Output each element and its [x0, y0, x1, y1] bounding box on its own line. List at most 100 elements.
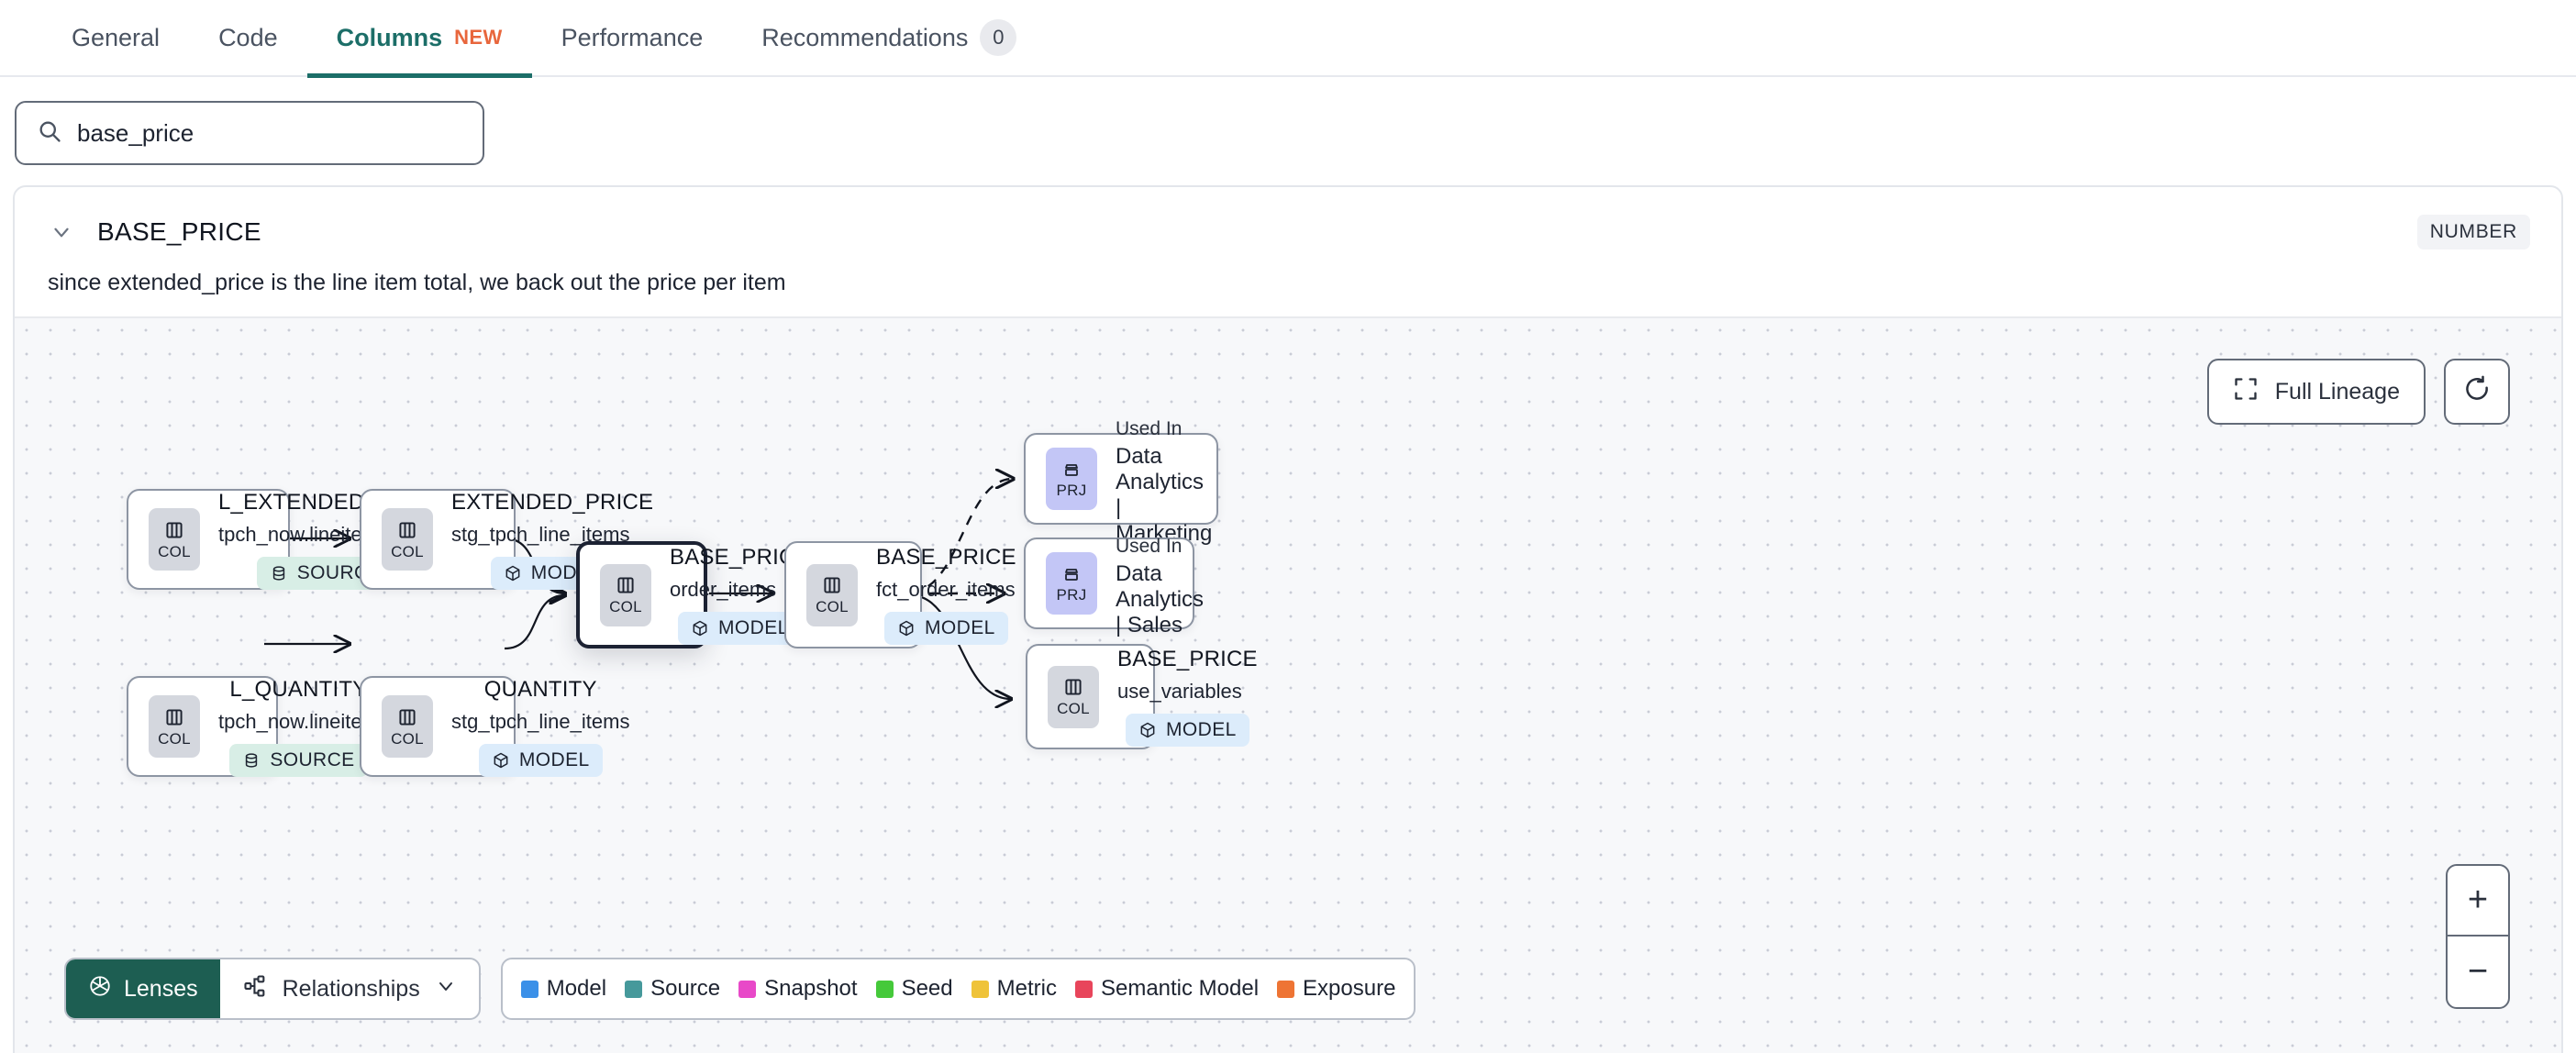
node-tag-label: MODEL — [925, 617, 995, 638]
refresh-button[interactable] — [2444, 359, 2510, 425]
col-icon-label: COL — [391, 729, 424, 748]
search-icon — [37, 118, 62, 149]
node-tag-label: SOURCE — [270, 748, 355, 770]
col-icon-label: COL — [816, 598, 849, 615]
legend-label: Snapshot — [764, 976, 858, 1001]
col-icon: COL — [149, 695, 200, 758]
tab-performance[interactable]: Performance — [532, 0, 733, 76]
prj-icon-label: PRJ — [1056, 585, 1087, 604]
node-tag-label: MODEL — [1166, 719, 1237, 740]
canvas-top-controls: Full Lineage — [2206, 359, 2510, 425]
prj-icon-label: PRJ — [1056, 481, 1087, 499]
lineage-node-project-sales[interactable]: PRJ Used In Data Analytics | Sales — [1024, 536, 1204, 637]
lineage-node-l-extendedprice[interactable]: COL L_EXTENDEDPRICE tpch_now.lineitem SO… — [127, 489, 433, 590]
legend-label: Source — [650, 976, 721, 1001]
lenses-group: Lenses Relationships — [64, 958, 481, 1020]
tab-label: Performance — [561, 23, 704, 51]
tab-recommendations[interactable]: Recommendations 0 — [732, 0, 1046, 76]
col-icon: COL — [382, 695, 433, 758]
node-subtitle: fct_order_items — [876, 578, 1016, 601]
col-icon: COL — [1048, 665, 1099, 728]
legend-label: Exposure — [1303, 976, 1396, 1001]
node-tag-model: MODEL — [478, 743, 603, 777]
lineage-node-base-price-order-items[interactable]: COL BASE_PRICE order_items MODEL — [576, 541, 810, 648]
column-name: BASE_PRICE — [97, 217, 261, 246]
node-title: BASE_PRICE — [1117, 647, 1258, 671]
relationships-icon — [242, 973, 268, 1005]
legend-item-snapshot[interactable]: Snapshot — [738, 976, 858, 1002]
legend-label: Model — [546, 976, 607, 1001]
lineage-node-project-marketing[interactable]: PRJ Used In Data Analytics | Marketing — [1024, 418, 1218, 546]
refresh-icon — [2463, 375, 2491, 409]
lenses-button[interactable]: Lenses — [66, 959, 220, 1018]
legend-item-metric[interactable]: Metric — [971, 976, 1057, 1002]
legend-item-seed[interactable]: Seed — [875, 976, 953, 1002]
tab-label: Code — [218, 23, 278, 51]
node-subtitle: tpch_now.lineitem — [218, 522, 379, 546]
prj-icon: PRJ — [1046, 448, 1097, 510]
col-icon-label: COL — [158, 729, 191, 748]
relationships-label: Relationships — [282, 975, 420, 1002]
node-title: QUANTITY — [483, 676, 597, 702]
lineage-node-quantity[interactable]: COL QUANTITY stg_tpch_line_items MODEL — [360, 676, 629, 777]
full-lineage-button[interactable]: Full Lineage — [2206, 359, 2426, 425]
col-icon: COL — [149, 508, 200, 571]
zoom-in-button[interactable]: + — [2448, 866, 2508, 937]
search-input[interactable]: base_price — [15, 101, 484, 165]
lenses-label: Lenses — [124, 975, 198, 1002]
column-description: since extended_price is the line item to… — [48, 270, 786, 295]
new-badge: NEW — [454, 26, 503, 49]
node-title: Used In — [1116, 536, 1183, 557]
zoom-out-button[interactable]: − — [2467, 952, 2489, 991]
node-title: BASE_PRICE — [876, 545, 1016, 570]
lineage-legend: Model Source Snapshot Seed Metric Semant… — [500, 958, 1416, 1020]
node-title: L_QUANTITY — [229, 676, 368, 702]
node-tag-source: SOURCE — [229, 743, 368, 777]
node-tag-label: MODEL — [718, 617, 789, 638]
node-tag-model: MODEL — [678, 612, 802, 645]
node-title: Used In — [1116, 418, 1183, 439]
search-area: base_price — [0, 77, 2576, 185]
lineage-edges — [264, 318, 2561, 1053]
aperture-icon — [88, 974, 112, 1004]
col-icon: COL — [382, 508, 433, 571]
legend-item-source[interactable]: Source — [625, 976, 720, 1002]
col-icon: COL — [806, 563, 858, 626]
search-value: base_price — [77, 118, 194, 147]
node-subtitle: tpch_now.lineitem — [218, 709, 379, 733]
node-subtitle: Data Analytics | Sales — [1116, 561, 1205, 637]
legend-item-semantic-model[interactable]: Semantic Model — [1074, 976, 1259, 1002]
canvas-bottom-bar: Lenses Relationships Model — [64, 958, 1416, 1020]
zoom-controls: + − — [2446, 864, 2510, 1009]
legend-label: Seed — [901, 976, 953, 1001]
node-title: EXTENDED_PRICE — [451, 489, 654, 515]
column-type-badge: NUMBER — [2416, 215, 2530, 249]
lineage-node-extended-price[interactable]: COL EXTENDED_PRICE stg_tpch_line_items M… — [360, 489, 653, 590]
node-subtitle: order_items — [670, 578, 777, 601]
relationships-dropdown[interactable]: Relationships — [220, 959, 479, 1018]
tab-label: Columns — [336, 23, 443, 51]
full-lineage-label: Full Lineage — [2274, 378, 2400, 405]
node-subtitle: use_variables — [1117, 680, 1242, 703]
tab-code[interactable]: Code — [189, 0, 307, 76]
tab-label: General — [72, 23, 161, 51]
tab-general[interactable]: General — [42, 0, 189, 76]
recommendations-count-badge: 0 — [980, 19, 1017, 56]
tab-columns[interactable]: Columns NEW — [306, 0, 532, 78]
tab-bar: General Code Columns NEW Performance Rec… — [0, 0, 2576, 78]
legend-item-exposure[interactable]: Exposure — [1277, 976, 1395, 1002]
col-icon: COL — [600, 563, 651, 626]
node-tag-label: MODEL — [518, 748, 590, 770]
lineage-node-base-price-fct-order-items[interactable]: COL BASE_PRICE fct_order_items MODEL — [784, 541, 1016, 648]
node-subtitle: stg_tpch_line_items — [451, 709, 630, 733]
lineage-canvas[interactable]: COL L_EXTENDEDPRICE tpch_now.lineitem SO… — [15, 316, 2561, 1053]
column-panel: BASE_PRICE NUMBER since extended_price i… — [13, 185, 2563, 1053]
chevron-down-icon[interactable] — [46, 216, 77, 248]
col-icon-label: COL — [158, 542, 191, 560]
lineage-node-l-quantity[interactable]: COL L_QUANTITY tpch_now.lineitem SOURCE — [127, 676, 379, 777]
node-tag-model: MODEL — [1126, 714, 1249, 747]
legend-item-model[interactable]: Model — [520, 976, 607, 1002]
column-header: BASE_PRICE NUMBER — [15, 187, 2561, 249]
lineage-node-base-price-use-variables[interactable]: COL BASE_PRICE use_variables MODEL — [1026, 644, 1258, 749]
col-icon-label: COL — [391, 542, 424, 560]
